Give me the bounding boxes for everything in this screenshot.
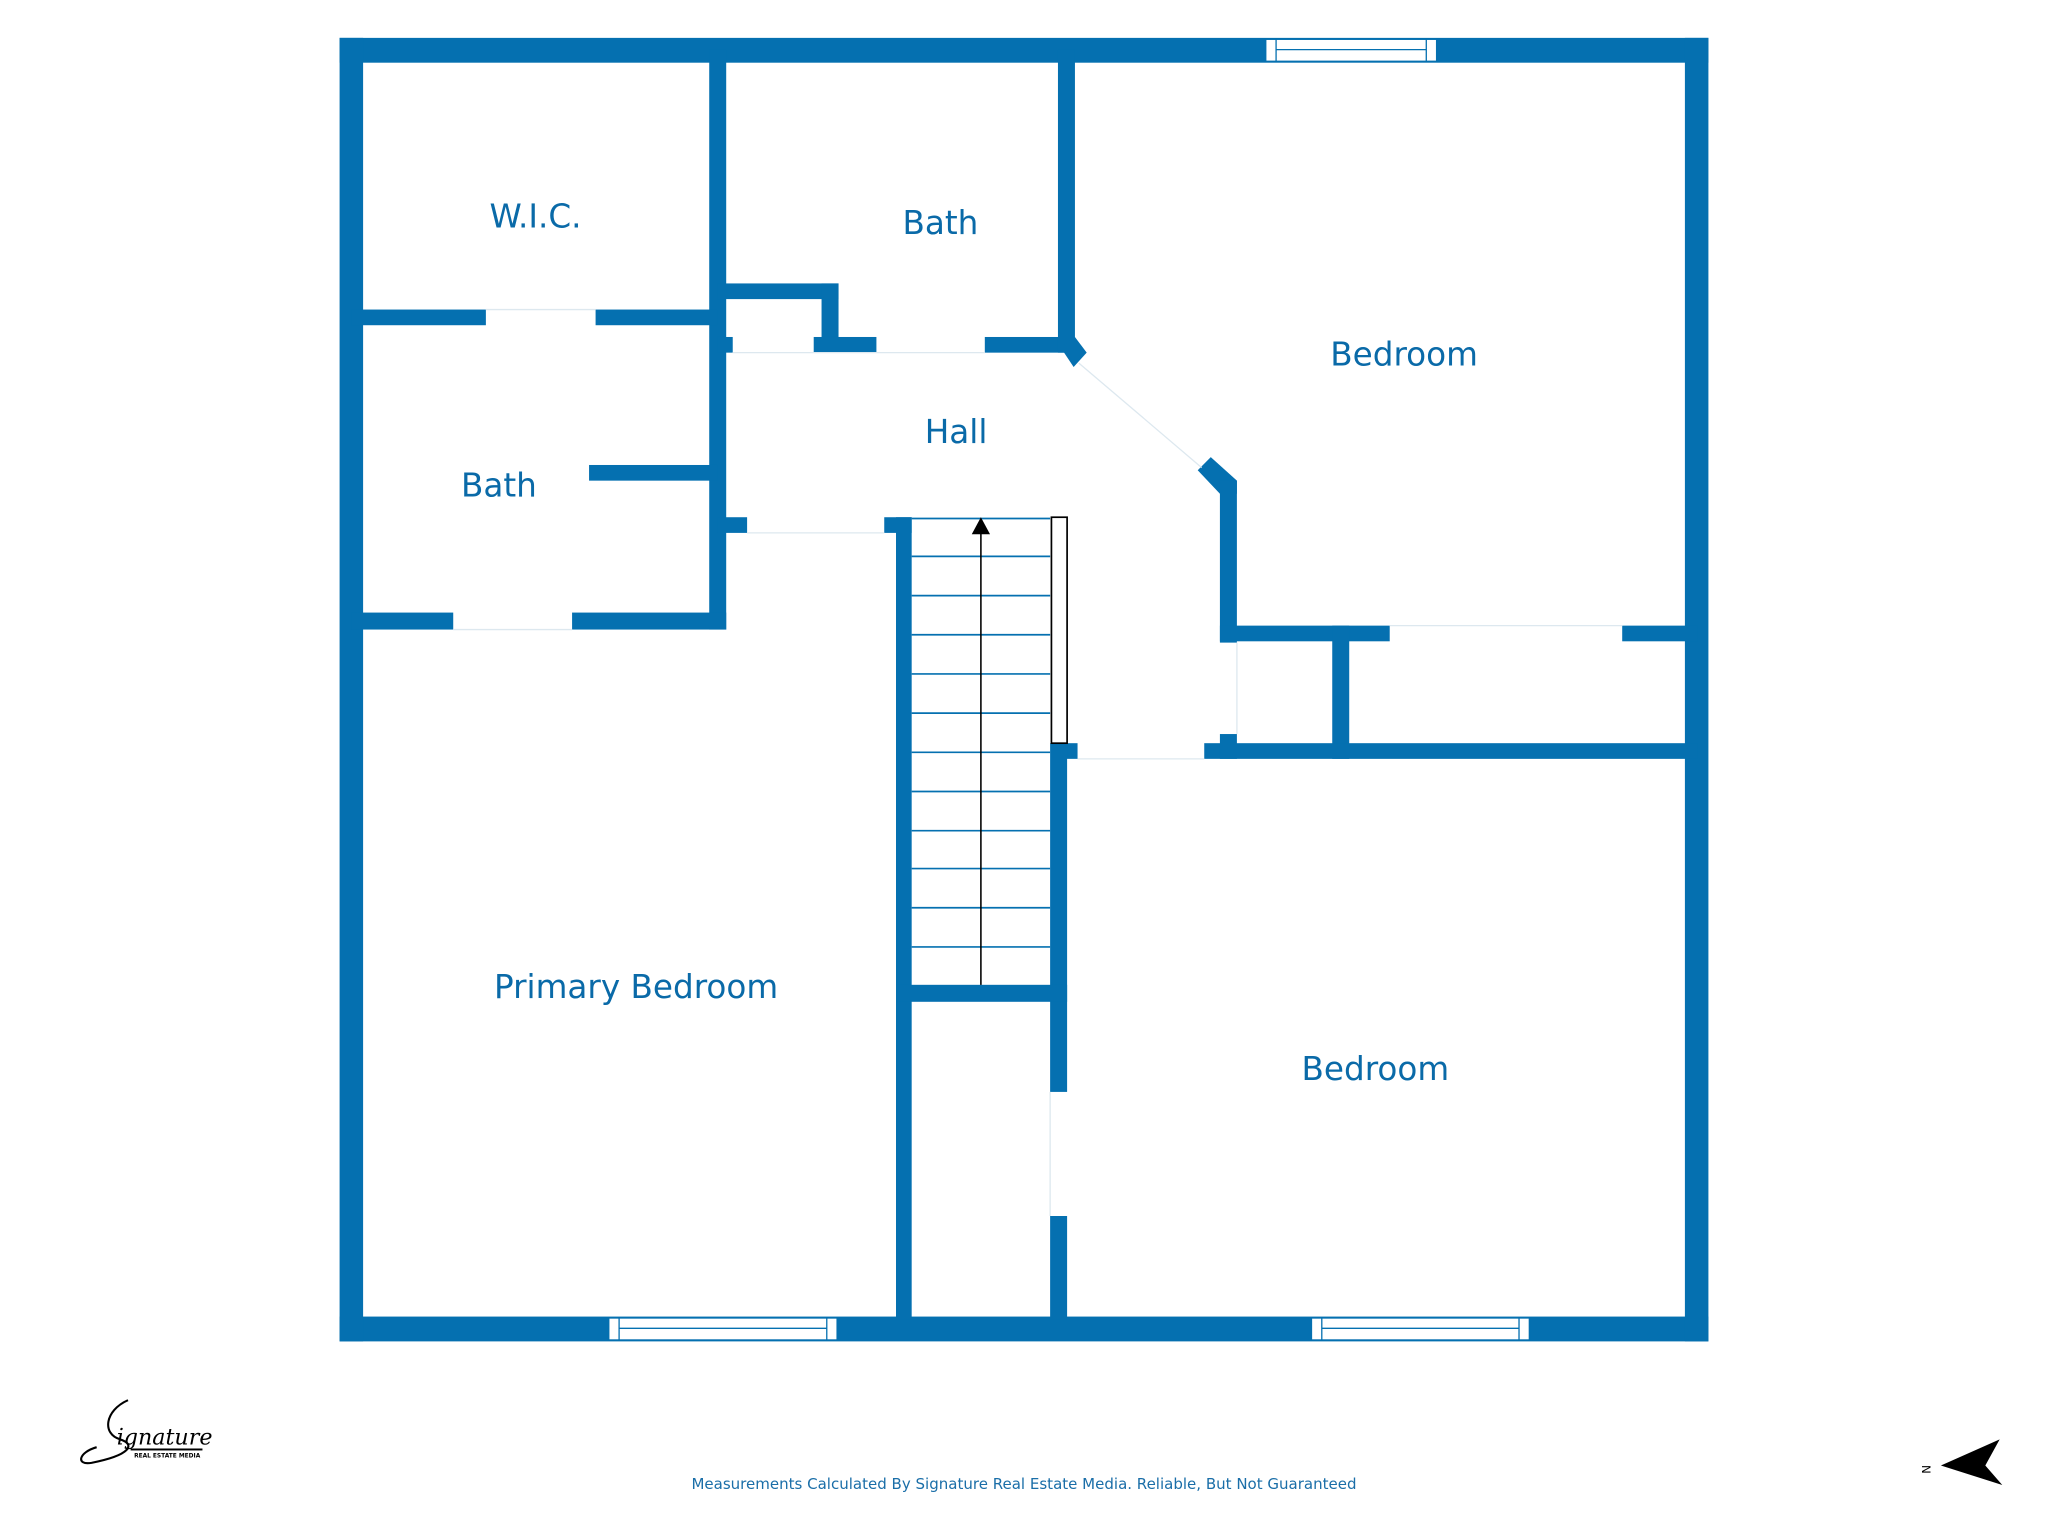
svg-text:REAL ESTATE MEDIA: REAL ESTATE MEDIA xyxy=(134,1454,201,1460)
svg-text:ignature: ignature xyxy=(117,1425,213,1451)
stair-rail xyxy=(1050,516,1068,745)
north-compass-icon: N xyxy=(1919,1439,2003,1486)
walls xyxy=(339,37,1709,1342)
signature-logo: ignature REAL ESTATE MEDIA xyxy=(80,1399,213,1465)
room-label-bath-upper: Bath xyxy=(902,204,978,242)
room-label-primary-bedroom: Primary Bedroom xyxy=(494,968,778,1006)
room-label-bath-left: Bath xyxy=(461,466,537,504)
room-label-wic: W.I.C. xyxy=(489,197,581,235)
room-labels: W.I.C. Bath Bedroom Hall Bath Primary Be… xyxy=(461,197,1478,1088)
room-label-bedroom-ne: Bedroom xyxy=(1330,336,1478,374)
stair-up-arrow-icon xyxy=(971,517,991,535)
outer-wall-right xyxy=(1684,37,1709,1342)
room-label-bedroom-se: Bedroom xyxy=(1302,1050,1450,1088)
outer-wall-left xyxy=(339,37,364,1342)
outer-wall-top xyxy=(339,37,1709,63)
compass-label: N xyxy=(1919,1465,1933,1474)
disclaimer-text: Measurements Calculated By Signature Rea… xyxy=(691,1475,1356,1493)
room-label-hall: Hall xyxy=(925,413,988,451)
staircase xyxy=(911,516,1068,985)
